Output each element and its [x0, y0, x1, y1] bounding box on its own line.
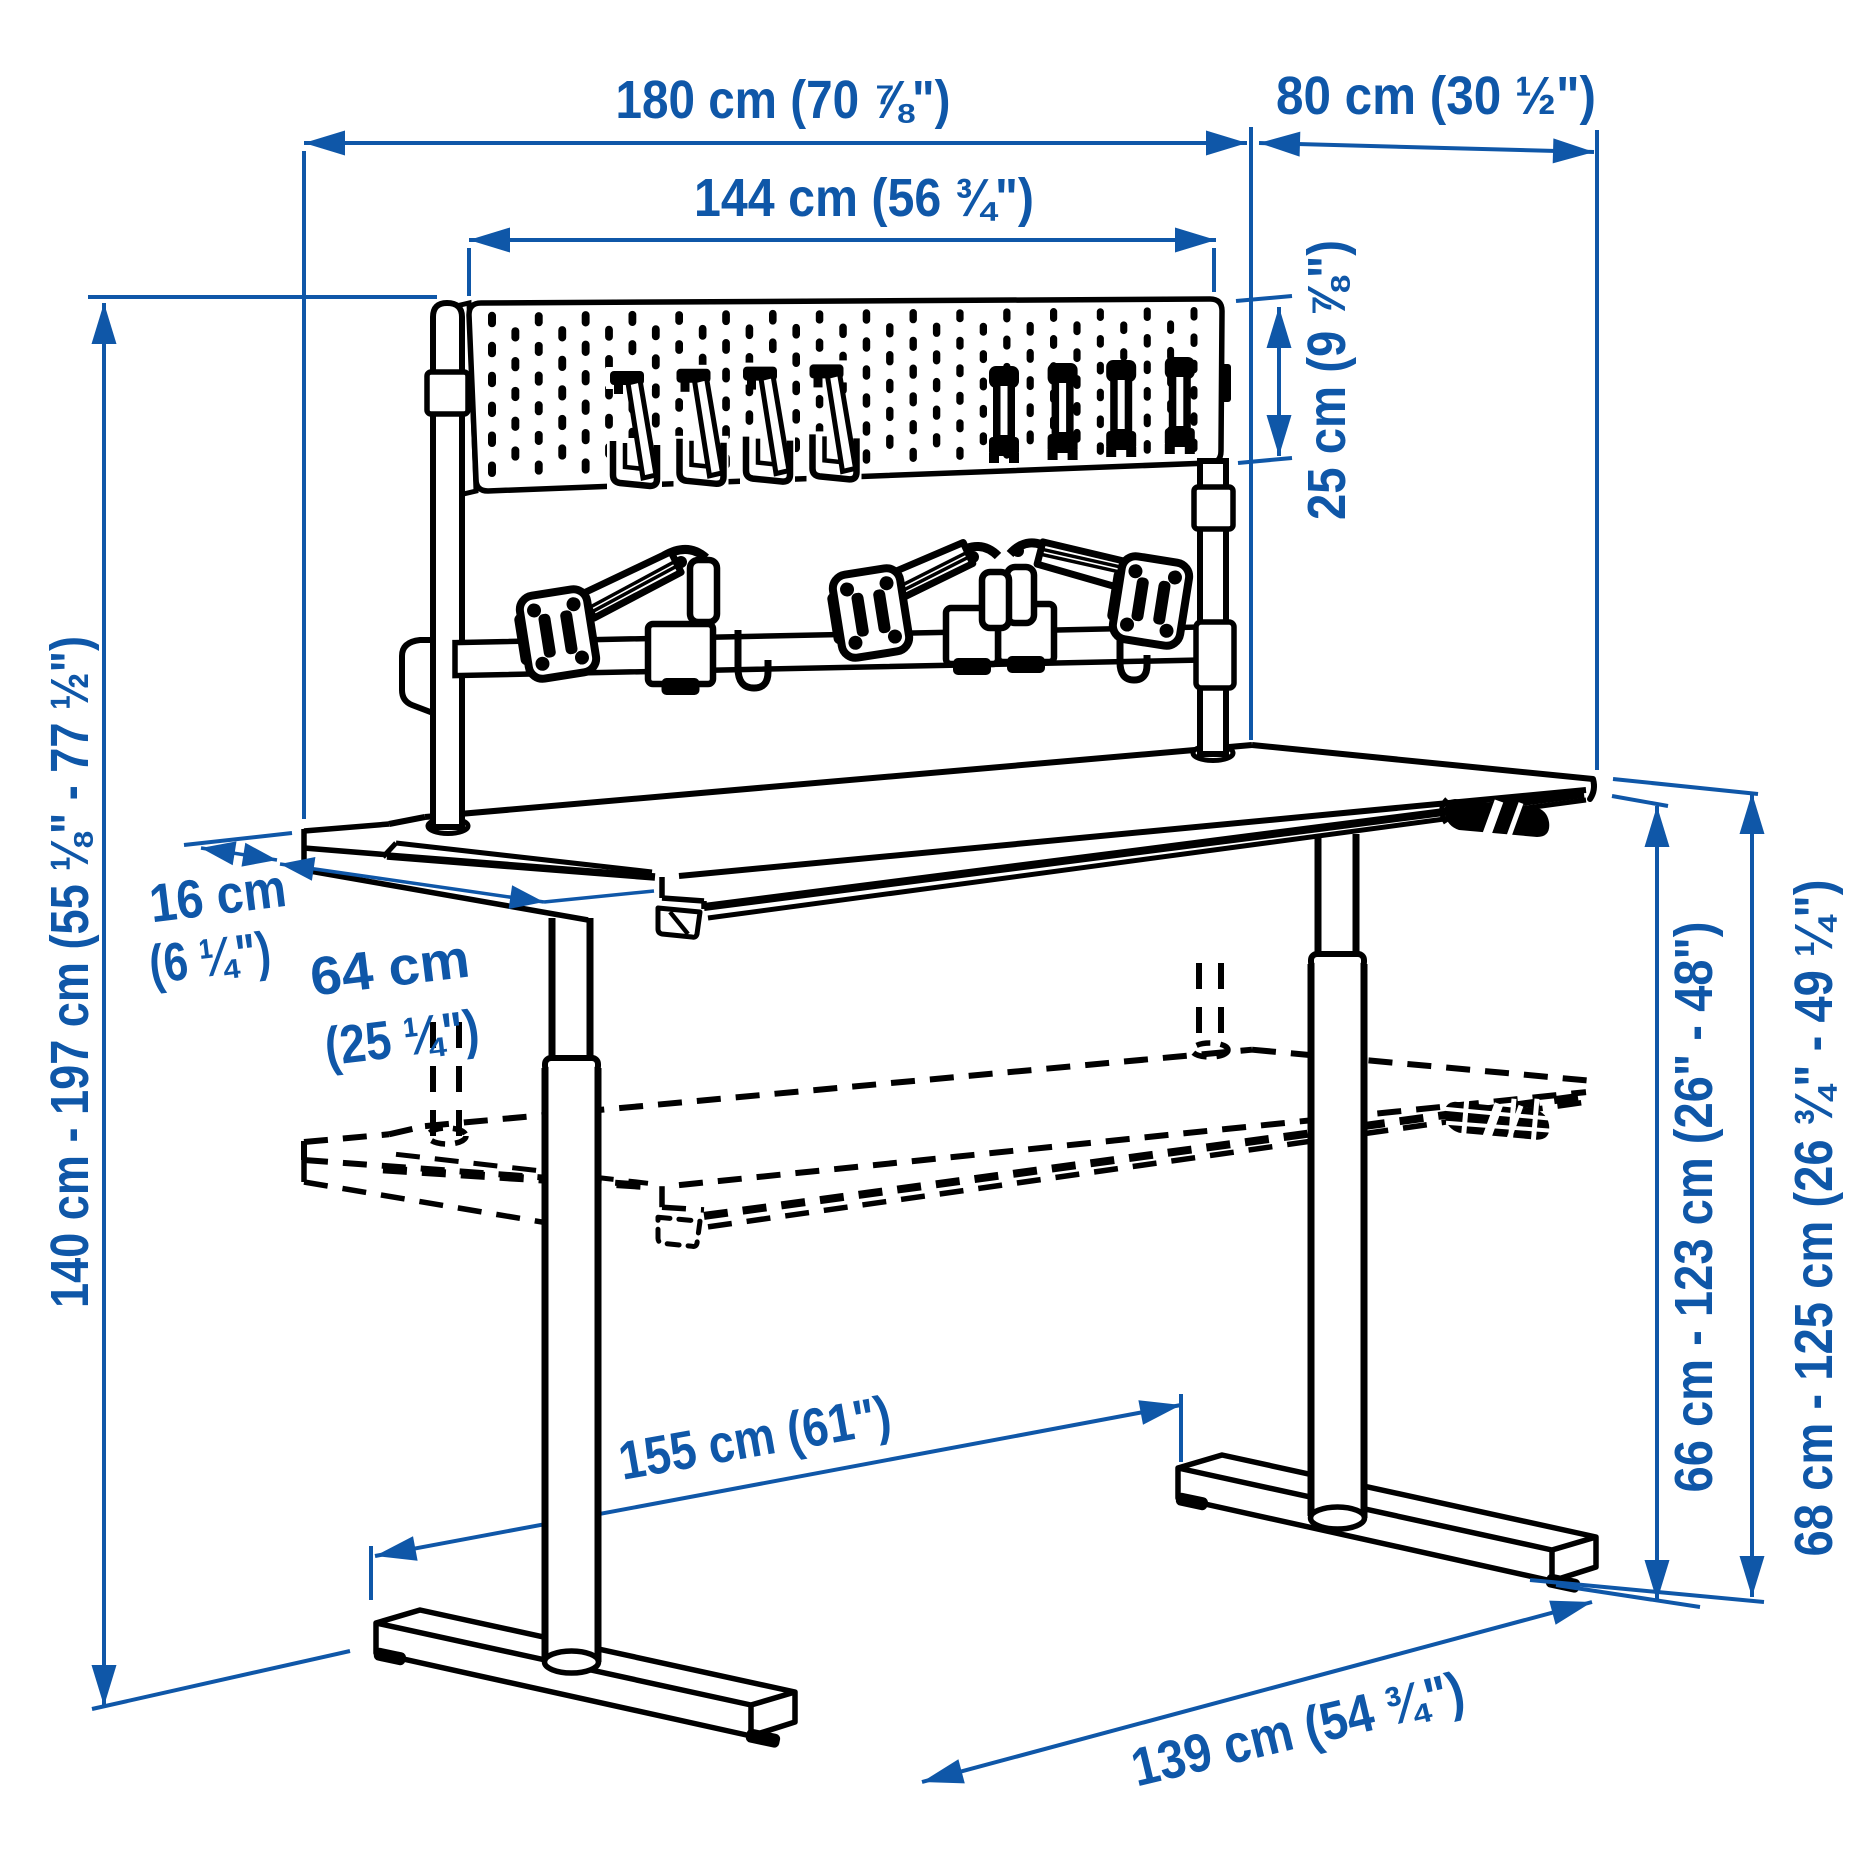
svg-text:25 cm (9 ⅞"): 25 cm (9 ⅞")	[1297, 240, 1357, 520]
svg-text:80 cm (30 ½"): 80 cm (30 ½")	[1276, 66, 1596, 126]
svg-text:68 cm - 125 cm (26 ¾" - 49 ¼"): 68 cm - 125 cm (26 ¾" - 49 ¼")	[1784, 880, 1844, 1557]
svg-text:(6 ¼"): (6 ¼")	[146, 921, 274, 995]
svg-text:66 cm - 123 cm (26" - 48"): 66 cm - 123 cm (26" - 48")	[1664, 922, 1724, 1493]
svg-text:140 cm - 197 cm (55 ⅛" - 77 ½": 140 cm - 197 cm (55 ⅛" - 77 ½")	[40, 636, 100, 1308]
svg-text:144 cm (56 ¾"): 144 cm (56 ¾")	[694, 168, 1034, 228]
svg-text:180 cm (70 ⅞"): 180 cm (70 ⅞")	[616, 70, 951, 130]
